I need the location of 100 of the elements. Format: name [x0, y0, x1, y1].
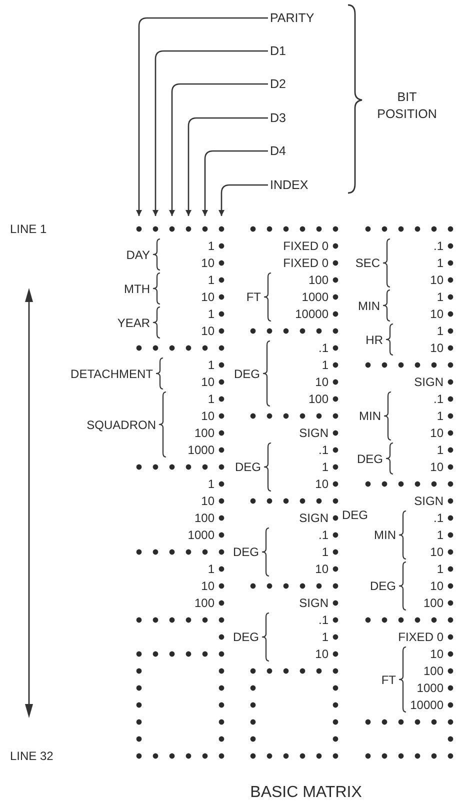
value-label: 1 — [322, 460, 328, 474]
field-name: MIN — [374, 528, 396, 542]
value-label: 100 — [194, 596, 214, 610]
line-label: LINE 1 — [10, 222, 47, 236]
value-label: SIGN — [414, 375, 444, 389]
value-label: 10 — [201, 409, 214, 423]
value-label: 10 — [201, 494, 214, 508]
value-label: 1 — [436, 256, 444, 270]
value-label: 10 — [430, 545, 444, 559]
field-name: DEG — [356, 452, 383, 466]
value-label: 1 — [208, 392, 214, 406]
field-name: DEG — [370, 579, 396, 593]
field-name: SQUADRON — [86, 418, 156, 432]
bit-name: D4 — [270, 144, 286, 158]
field-name: DEG — [234, 460, 261, 474]
value-label: 1 — [436, 443, 444, 457]
value-label: 1 — [208, 562, 214, 576]
value-label: 100 — [194, 426, 214, 440]
value-label: 1 — [436, 290, 444, 304]
value-label: 10 — [315, 562, 328, 576]
value-label: 1000 — [188, 443, 214, 457]
value-label: 100 — [308, 392, 328, 406]
value-label: 10 — [430, 341, 444, 355]
value-label: 10 — [201, 579, 214, 593]
value-label: 1000 — [302, 290, 328, 304]
value-label: 1 — [208, 358, 214, 372]
field-name: FT — [246, 290, 261, 304]
value-label: SIGN — [299, 426, 328, 440]
bit-name: PARITY — [270, 11, 314, 25]
value-label: 100 — [308, 273, 328, 287]
value-label: 1000 — [416, 681, 444, 695]
field-name: MIN — [359, 409, 381, 423]
field-name: DEG — [342, 508, 368, 522]
value-label: 1 — [208, 239, 214, 253]
value-label: .1 — [433, 239, 444, 253]
value-label: 10 — [315, 375, 328, 389]
field-name: DEG — [232, 545, 259, 559]
leader-arrow — [186, 117, 268, 216]
value-label: 1 — [322, 358, 328, 372]
value-label: 10 — [430, 273, 444, 287]
value-label: 10 — [430, 460, 444, 474]
value-label: SIGN — [299, 511, 328, 525]
value-label: FIXED 0 — [398, 630, 444, 644]
value-label: 10 — [201, 324, 214, 338]
value-label: 1 — [322, 545, 328, 559]
value-label: .1 — [318, 341, 328, 355]
value-label: 10 — [315, 647, 328, 661]
value-label: .1 — [318, 528, 328, 542]
field-name: MIN — [358, 298, 380, 312]
bit-name: D3 — [270, 111, 286, 125]
value-label: FIXED 0 — [283, 256, 328, 270]
leader-arrow — [169, 83, 268, 216]
leader-arrow — [152, 50, 268, 216]
value-label: 1 — [436, 528, 444, 542]
leader-arrow — [218, 184, 268, 216]
field-name: FT — [381, 672, 396, 686]
value-label: 100 — [194, 511, 214, 525]
value-label: .1 — [433, 511, 444, 525]
value-label: 10000 — [295, 307, 328, 321]
line-label: LINE 32 — [10, 749, 54, 763]
value-label: 1000 — [188, 528, 214, 542]
value-label: 10 — [430, 647, 444, 661]
bit-name: INDEX — [270, 178, 308, 192]
value-label: 10 — [430, 579, 444, 593]
field-name: DEG — [234, 366, 260, 380]
value-label: 10000 — [410, 698, 444, 712]
field-name: YEAR — [117, 316, 150, 330]
value-label: SIGN — [299, 596, 328, 610]
caption: BASIC MATRIX — [250, 784, 362, 802]
value-label: .1 — [318, 443, 328, 457]
leader-arrow — [136, 17, 268, 216]
value-label: 1 — [436, 324, 444, 338]
value-label: FIXED 0 — [283, 239, 328, 253]
bracket-label: BIT POSITION — [376, 89, 438, 123]
value-label: 1 — [436, 409, 444, 423]
field-name: DEG — [232, 630, 259, 644]
value-label: .1 — [318, 613, 328, 627]
value-label: 100 — [423, 664, 444, 678]
value-label: 10 — [201, 375, 214, 389]
field-name: HR — [366, 332, 383, 346]
field-name: DETACHMENT — [70, 366, 153, 380]
value-label: 10 — [315, 477, 328, 491]
value-label: SIGN — [414, 494, 444, 508]
value-label: 100 — [423, 596, 444, 610]
bit-name: D1 — [270, 44, 286, 58]
value-label: 1 — [208, 273, 214, 287]
value-label: 1 — [436, 562, 444, 576]
value-label: 1 — [208, 477, 214, 491]
value-label: 1 — [322, 630, 328, 644]
value-label: 10 — [430, 426, 444, 440]
field-name: SEC — [355, 256, 380, 270]
value-label: 10 — [201, 290, 214, 304]
value-label: 10 — [201, 256, 214, 270]
leader-arrow — [202, 150, 268, 216]
value-label: 1 — [208, 307, 214, 321]
bit-name: D2 — [270, 77, 286, 91]
field-name: DAY — [126, 248, 150, 262]
field-name: MTH — [124, 282, 150, 296]
value-label: .1 — [433, 392, 444, 406]
value-label: 10 — [430, 307, 444, 321]
